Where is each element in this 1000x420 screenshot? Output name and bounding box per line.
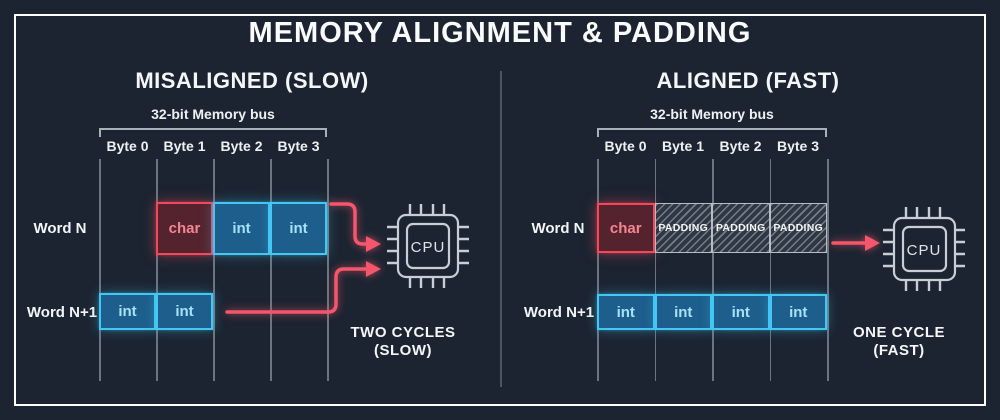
memory-cell-padding: PADDING xyxy=(712,203,770,253)
grid-line xyxy=(270,159,272,381)
arrowhead-icon xyxy=(865,235,880,251)
memory-cell-int: int xyxy=(654,294,712,330)
grid-line xyxy=(712,159,714,381)
word-n1-label-left: Word N+1 xyxy=(26,304,98,321)
byte-label: Byte 3 xyxy=(277,138,320,154)
byte-label: Byte 2 xyxy=(719,138,762,154)
arrowhead-icon xyxy=(366,236,381,252)
byte-label: Byte 2 xyxy=(220,138,263,154)
cycles-label-left: TWO CYCLES (SLOW) xyxy=(340,324,466,360)
cycles-line2: (FAST) xyxy=(873,342,925,359)
memory-cell-int: int xyxy=(769,294,827,330)
memory-cell-int: int xyxy=(156,293,213,330)
arrowhead-icon xyxy=(366,261,381,277)
cpu-icon: CPU xyxy=(883,207,965,291)
bus-label-left: 32-bit Memory bus xyxy=(151,106,275,122)
cpu-pins xyxy=(387,204,469,288)
memory-cell-padding: PADDING xyxy=(654,203,712,253)
memory-cell-char: char xyxy=(156,202,213,255)
memory-cell-int: int xyxy=(213,202,270,255)
cycles-line2: (SLOW) xyxy=(374,342,432,359)
bus-bracket-right xyxy=(597,128,827,137)
memory-cell-int: int xyxy=(99,293,156,330)
bus-bracket-left xyxy=(99,128,327,137)
cycles-line1: ONE CYCLE xyxy=(852,324,945,341)
grid-line xyxy=(156,159,158,381)
cpu-pins xyxy=(883,207,965,291)
memory-cell-int: int xyxy=(712,294,770,330)
byte-label: Byte 3 xyxy=(776,138,820,154)
arrow-word-n-left xyxy=(329,202,367,246)
bus-label-right: 32-bit Memory bus xyxy=(650,106,774,122)
byte-label: Byte 1 xyxy=(661,138,705,154)
grid-line xyxy=(654,159,656,381)
memory-cell-int: int xyxy=(270,202,327,255)
word-n-label-right: Word N xyxy=(531,220,585,237)
byte-label: Byte 1 xyxy=(163,138,206,154)
memory-cell-char: char xyxy=(597,203,655,253)
cycles-line1: TWO CYCLES xyxy=(350,324,456,341)
cpu-label: CPU xyxy=(907,242,942,259)
word-n-label-left: Word N xyxy=(33,220,87,237)
panel-title-aligned: ALIGNED (FAST) xyxy=(656,68,840,93)
byte-label: Byte 0 xyxy=(106,138,149,154)
byte-label: Byte 0 xyxy=(604,138,647,154)
memory-cell-padding: PADDING xyxy=(769,203,827,253)
arrow-word-n1-left xyxy=(225,267,367,314)
grid-line xyxy=(99,159,101,381)
panel-title-misaligned: MISALIGNED (SLOW) xyxy=(135,68,369,93)
panel-divider xyxy=(500,71,502,387)
grid-line xyxy=(597,159,599,381)
memory-cell-int: int xyxy=(597,294,655,330)
word-n1-label-right: Word N+1 xyxy=(523,304,595,321)
cpu-icon: CPU xyxy=(387,204,469,288)
grid-line xyxy=(327,159,329,381)
cpu-label: CPU xyxy=(411,239,446,256)
page-title: MEMORY ALIGNMENT & PADDING xyxy=(248,17,752,49)
grid-line xyxy=(213,159,215,381)
grid-line xyxy=(769,159,771,381)
grid-line xyxy=(827,159,829,381)
cycles-label-right: ONE CYCLE (FAST) xyxy=(836,324,962,360)
